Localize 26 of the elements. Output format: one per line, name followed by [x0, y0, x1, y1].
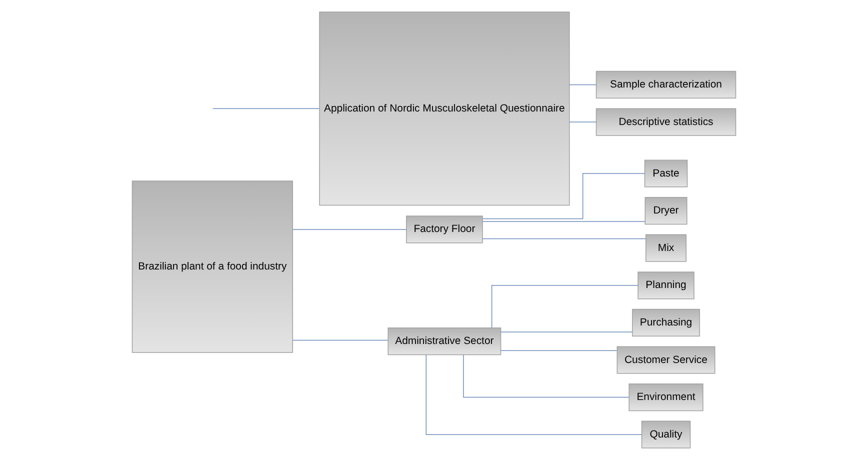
connector — [426, 354, 642, 434]
connector — [500, 350, 618, 351]
node-box: Dryer — [644, 196, 688, 224]
connector — [569, 84, 597, 85]
node-box: Quality — [641, 420, 691, 448]
connector — [292, 228, 407, 230]
node-box: Application of Nordic Musculoskeletal Questionnaire — [319, 11, 570, 206]
connector — [292, 339, 388, 340]
connector — [500, 331, 633, 332]
node-box: Mix — [645, 234, 687, 262]
node-box: Brazilian plant of a food industry — [132, 180, 293, 352]
node-box: Administrative Sector — [388, 327, 502, 355]
node-box: Paste — [644, 159, 688, 187]
connector — [463, 354, 630, 398]
connector — [482, 172, 645, 219]
node-box: Environment — [628, 382, 704, 411]
connector — [491, 284, 638, 328]
node-box: Purchasing — [632, 308, 700, 336]
node-box: Factory Floor — [406, 215, 483, 243]
node-box: Sample characterization — [596, 70, 736, 98]
connector — [482, 220, 646, 222]
connector — [569, 121, 597, 122]
connector — [482, 238, 646, 239]
node-box: Customer Service — [616, 346, 716, 374]
node-box: Descriptive statistics — [596, 108, 736, 136]
node-box: Planning — [638, 271, 694, 299]
